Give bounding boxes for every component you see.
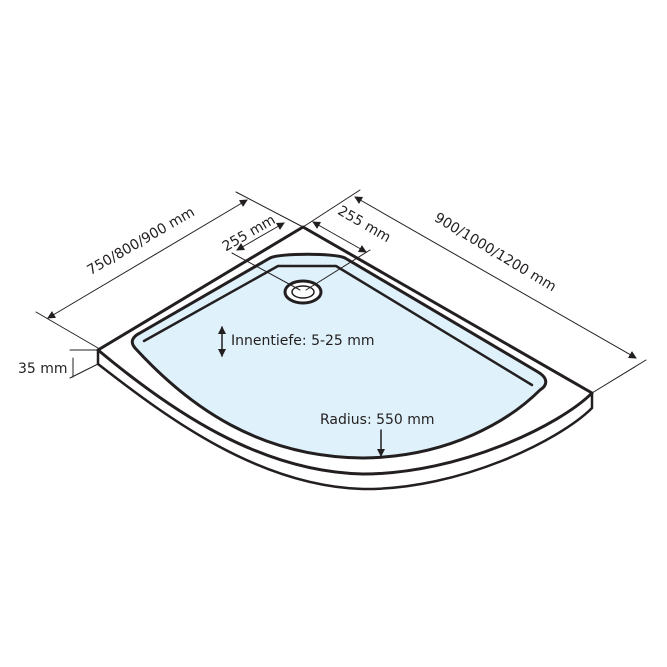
drain-offset-right-line — [312, 221, 367, 253]
inner-depth-label: Innentiefe: 5-25 mm — [231, 333, 375, 349]
width-label: 750/800/900 mm — [84, 204, 197, 279]
height-label: 35 mm — [18, 361, 68, 377]
length-dimension-line — [354, 196, 637, 359]
radius-label: Radius: 550 mm — [320, 412, 435, 428]
drain-offset-left-line — [236, 222, 285, 251]
width-dimension-line — [47, 199, 248, 319]
length-label: 900/1000/1200 mm — [431, 210, 559, 295]
